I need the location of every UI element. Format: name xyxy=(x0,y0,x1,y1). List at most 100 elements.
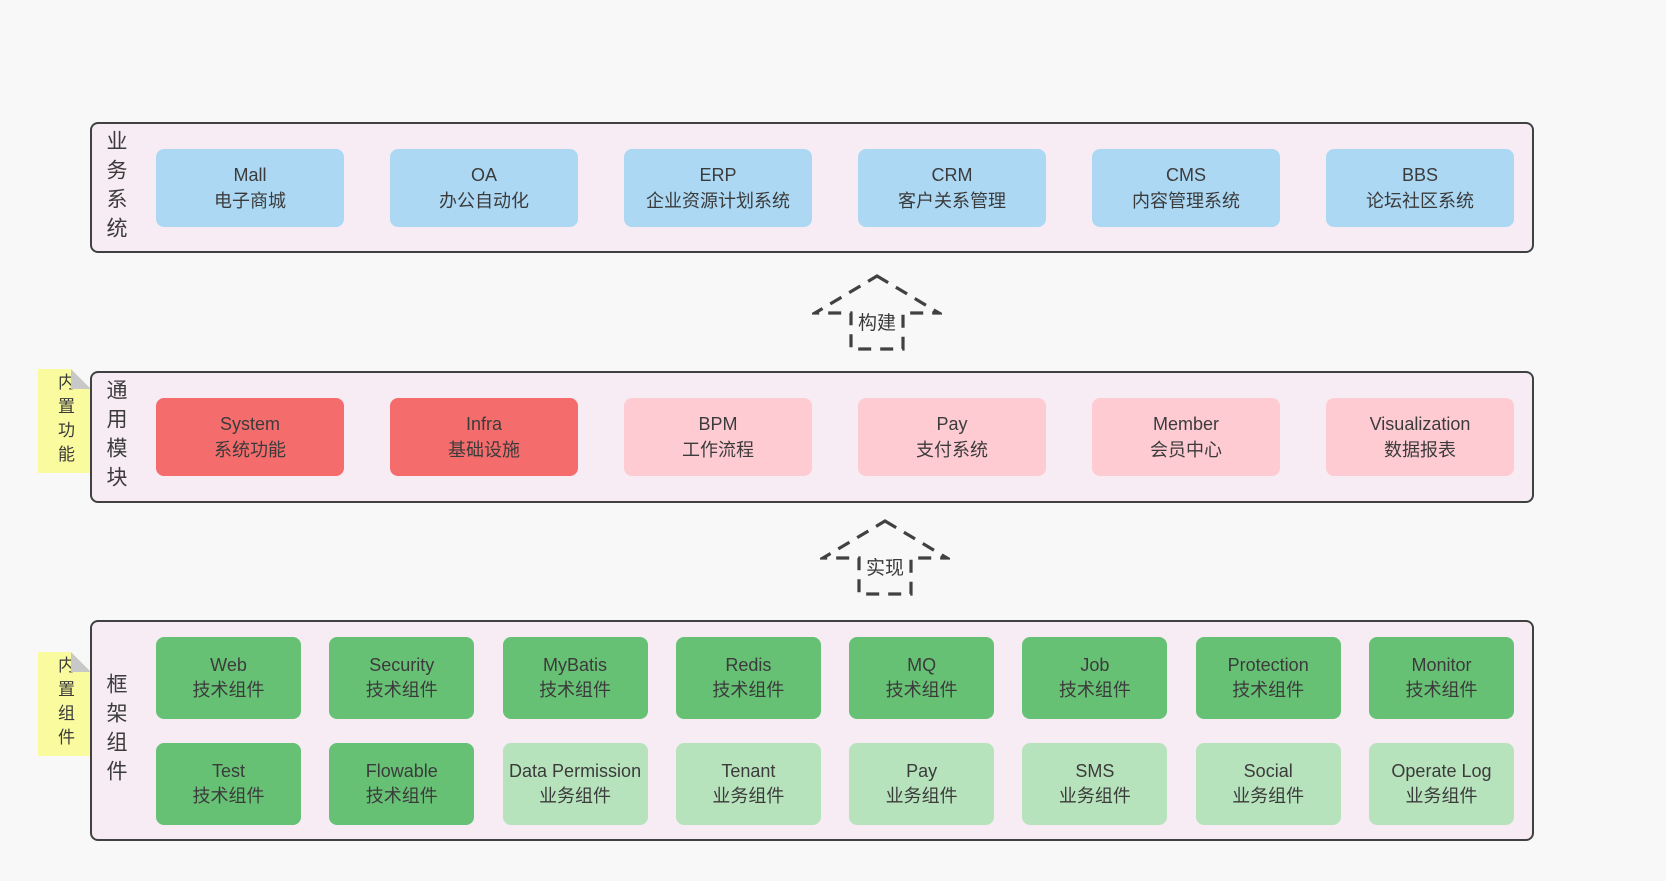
box-pay-component-desc: 业务组件 xyxy=(885,785,958,806)
box-mq: MQ 技术组件 xyxy=(849,636,995,719)
box-job: Job 技术组件 xyxy=(1022,636,1168,719)
panel-framework-components-label: 框架组件 xyxy=(104,672,127,789)
box-erp: ERP 企业资源计划系统 xyxy=(624,148,812,227)
box-system-desc: 系统功能 xyxy=(214,440,286,460)
box-erp-name: ERP xyxy=(699,164,737,185)
box-infra: Infra 基础设施 xyxy=(390,398,578,476)
box-social-desc: 业务组件 xyxy=(1232,785,1305,806)
note-builtin-features: 内置功能 xyxy=(38,369,91,473)
box-redis: Redis 技术组件 xyxy=(675,636,821,719)
box-infra-desc: 基础设施 xyxy=(448,440,520,460)
box-security-desc: 技术组件 xyxy=(365,679,438,700)
box-monitor: Monitor 技术组件 xyxy=(1368,636,1514,719)
framework-components-row-2: Test 技术组件 Flowable 技术组件 Data Permission … xyxy=(156,742,1514,825)
panel-business-systems: 业务系统 Mall 电子商城 OA 办公自动化 ERP 企业资源计划系统 CRM… xyxy=(90,122,1534,253)
box-test: Test 技术组件 xyxy=(156,742,301,825)
arrow-implement: 实现 xyxy=(820,518,950,596)
box-protection: Protection 技术组件 xyxy=(1195,636,1341,719)
box-web-desc: 技术组件 xyxy=(192,679,265,700)
box-visualization: Visualization 数据报表 xyxy=(1326,398,1514,476)
box-tenant-name: Tenant xyxy=(721,760,776,781)
box-pay-module: Pay 支付系统 xyxy=(858,398,1046,476)
note-builtin-components-label: 内置组件 xyxy=(55,656,74,752)
box-web-name: Web xyxy=(210,654,247,675)
box-bpm-name: BPM xyxy=(698,414,738,434)
box-web: Web 技术组件 xyxy=(156,636,301,719)
box-flowable: Flowable 技术组件 xyxy=(329,742,475,825)
box-bpm: BPM 工作流程 xyxy=(624,398,812,476)
box-pay-module-desc: 支付系统 xyxy=(916,440,988,460)
box-data-permission-name: Data Permission xyxy=(509,760,642,781)
box-mybatis-name: MyBatis xyxy=(543,654,608,675)
box-cms-name: CMS xyxy=(1166,164,1206,185)
box-bbs-name: BBS xyxy=(1401,164,1439,185)
box-tenant-desc: 业务组件 xyxy=(712,785,785,806)
box-bpm-desc: 工作流程 xyxy=(682,440,754,460)
box-mq-desc: 技术组件 xyxy=(885,679,958,700)
box-redis-desc: 技术组件 xyxy=(712,679,785,700)
box-member: Member 会员中心 xyxy=(1092,398,1280,476)
box-data-permission: Data Permission 业务组件 xyxy=(502,742,648,825)
box-cms: CMS 内容管理系统 xyxy=(1092,148,1280,227)
panel-common-modules: 通用模块 System 系统功能 Infra 基础设施 BPM 工作流程 Pay… xyxy=(90,371,1534,503)
note-builtin-features-label: 内置功能 xyxy=(55,373,74,469)
panel-framework-components: 框架组件 Web 技术组件 Security 技术组件 MyBatis 技术组件… xyxy=(90,620,1534,841)
box-flowable-desc: 技术组件 xyxy=(365,785,438,806)
box-visualization-name: Visualization xyxy=(1369,414,1471,434)
box-redis-name: Redis xyxy=(725,654,772,675)
box-cms-desc: 内容管理系统 xyxy=(1132,190,1240,211)
box-flowable-name: Flowable xyxy=(365,760,438,781)
box-mybatis: MyBatis 技术组件 xyxy=(502,636,648,719)
box-oa: OA 办公自动化 xyxy=(390,148,578,227)
box-crm-name: CRM xyxy=(931,164,973,185)
up-arrow-dashed-icon xyxy=(812,274,942,351)
box-monitor-name: Monitor xyxy=(1411,654,1472,675)
common-modules-row: System 系统功能 Infra 基础设施 BPM 工作流程 Pay 支付系统… xyxy=(156,373,1514,501)
note-builtin-components: 内置组件 xyxy=(38,652,91,756)
box-operate-log-name: Operate Log xyxy=(1391,760,1492,781)
box-mall-name: Mall xyxy=(233,164,267,185)
box-job-name: Job xyxy=(1080,654,1110,675)
box-visualization-desc: 数据报表 xyxy=(1384,440,1456,460)
box-test-name: Test xyxy=(211,760,245,781)
box-operate-log: Operate Log 业务组件 xyxy=(1368,742,1514,825)
box-mall: Mall 电子商城 xyxy=(156,148,344,227)
box-bbs-desc: 论坛社区系统 xyxy=(1366,190,1474,211)
box-security-name: Security xyxy=(369,654,435,675)
business-systems-row: Mall 电子商城 OA 办公自动化 ERP 企业资源计划系统 CRM 客户关系… xyxy=(156,124,1514,251)
box-operate-log-desc: 业务组件 xyxy=(1405,785,1478,806)
box-social-name: Social xyxy=(1243,760,1293,781)
box-crm-desc: 客户关系管理 xyxy=(898,190,1006,211)
box-oa-desc: 办公自动化 xyxy=(439,190,529,211)
box-sms-desc: 业务组件 xyxy=(1058,785,1131,806)
arrow-implement-label: 实现 xyxy=(862,552,908,581)
box-monitor-desc: 技术组件 xyxy=(1405,679,1478,700)
box-mybatis-desc: 技术组件 xyxy=(539,679,612,700)
up-arrow-dashed-icon xyxy=(820,519,950,596)
arrow-build-label: 构建 xyxy=(854,307,900,336)
box-oa-name: OA xyxy=(470,164,497,185)
box-erp-desc: 企业资源计划系统 xyxy=(646,190,790,211)
box-test-desc: 技术组件 xyxy=(192,785,265,806)
box-protection-name: Protection xyxy=(1227,654,1309,675)
box-protection-desc: 技术组件 xyxy=(1232,679,1305,700)
panel-business-systems-label: 业务系统 xyxy=(104,129,127,246)
box-data-permission-desc: 业务组件 xyxy=(539,785,612,806)
box-mall-desc: 电子商城 xyxy=(214,190,286,211)
box-sms: SMS 业务组件 xyxy=(1022,742,1168,825)
framework-components-grid: Web 技术组件 Security 技术组件 MyBatis 技术组件 Redi… xyxy=(156,622,1514,839)
box-job-desc: 技术组件 xyxy=(1058,679,1131,700)
box-security: Security 技术组件 xyxy=(329,636,475,719)
folded-corner-icon xyxy=(71,652,91,672)
box-tenant: Tenant 业务组件 xyxy=(675,742,821,825)
folded-corner-icon xyxy=(71,369,91,389)
box-pay-component: Pay 业务组件 xyxy=(849,742,995,825)
box-member-desc: 会员中心 xyxy=(1150,440,1222,460)
box-infra-name: Infra xyxy=(465,414,503,434)
box-crm: CRM 客户关系管理 xyxy=(858,148,1046,227)
box-sms-name: SMS xyxy=(1075,760,1115,781)
box-system: System 系统功能 xyxy=(156,398,344,476)
box-pay-module-name: Pay xyxy=(936,414,968,434)
box-member-name: Member xyxy=(1152,414,1219,434)
